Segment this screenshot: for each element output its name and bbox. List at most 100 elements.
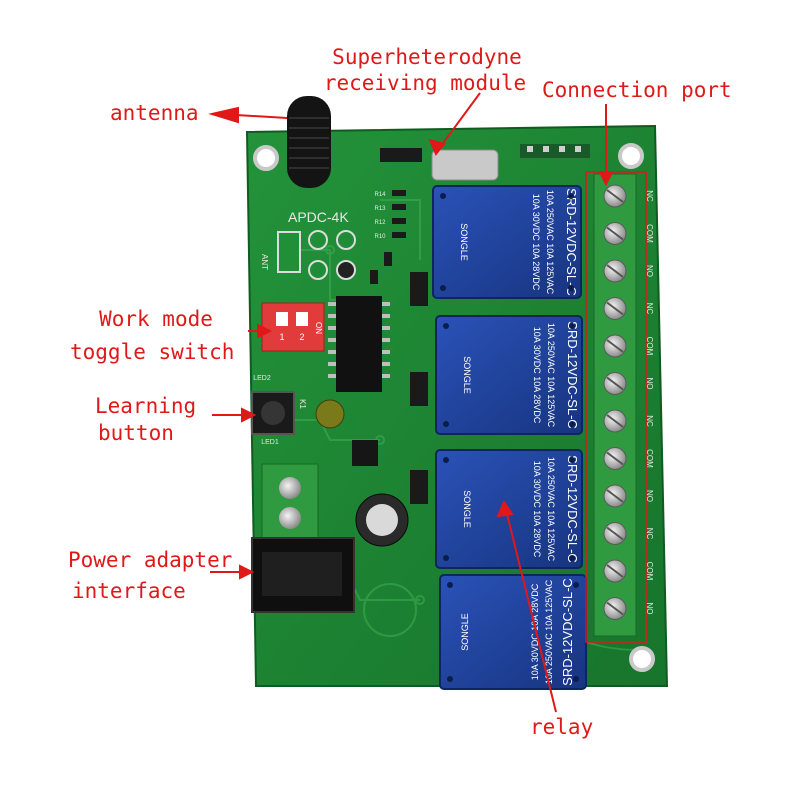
board-k1-label: K1 [298,399,307,409]
terminal-block-body [593,173,637,637]
board-resistor-label: R13 [374,206,386,212]
label-receiver-line2: receiving module [323,71,527,95]
relay-rating1-text: 10A 250VAC 10A 125VAC [544,579,554,684]
terminal-strip-frame [585,171,647,643]
label-antenna: antenna [110,101,199,125]
decoder-ic [328,296,390,392]
terminal-label: COM [645,449,654,468]
label-learning-line1: Learning [95,394,197,418]
terminal-screw-slot [606,339,624,353]
relay-brand-text: SONGLE [462,356,472,394]
label-learning-line2: button [98,421,174,445]
label-power-line2: interface [72,579,186,603]
board-resistor-label: R12 [374,220,386,226]
terminal-screw-slot [606,414,624,428]
label-work-mode-line1: Work mode [99,307,213,331]
label-arrows [208,92,614,713]
terminal-screw-slot [606,601,624,616]
board-model-label: APDC-4K [288,209,349,225]
terminal-screw-slot [606,451,624,466]
relay-corner-dot [440,285,446,291]
receiver-module [380,144,590,181]
terminal-label: NO [645,603,654,615]
power-terminal-block [261,463,319,541]
antenna-coil [287,96,331,188]
relay-corner-dot [573,676,579,682]
relay-group: SRD-12VDC-SL-C 10A 250VAC 10A 125VAC 10A 3… [432,185,587,690]
terminal-screw-slot [606,489,624,503]
relay-brand-text: SONGLE [460,613,470,651]
terminal-screw-slot [606,564,624,578]
relay-brand-text: SONGLE [459,223,469,261]
terminal-strip: NC COM NO NC COM NO NC COM NO NC COM NO [593,173,654,637]
terminal-screw-slot [606,526,624,541]
terminal-label: NC [645,415,654,427]
terminal-label: NO [645,265,654,277]
terminal-label: NO [645,490,654,502]
relay-corner-dot [569,555,575,561]
mounting-holes [253,143,655,672]
terminal-screw-slot [606,189,624,203]
relay-corner-dot [569,421,575,427]
relay-rating1-text: 10A 250VAC 10A 125VAC [546,457,556,562]
terminal-label: NC [645,528,654,540]
label-receiver-line1: Superheterodyne [332,45,522,69]
dc-jack [251,537,355,613]
terminal-screw-slot [606,226,624,241]
relay-rating2-text: 10A 30VDC 10A 28VDC [530,583,540,680]
dip-on-label: ON [314,322,323,334]
relay-model-text: SRD-12VDC-SL-C [565,455,580,563]
relay-corner-dot [569,323,575,329]
terminal-label: NC [645,190,654,202]
relay-model-text: SRD-12VDC-SL-C [560,578,575,686]
relay-brand-text: SONGLE [462,490,472,528]
terminal-screw-slot [606,301,624,316]
relay-corner-dot [443,421,449,427]
relay-corner-dot [443,555,449,561]
capacitors [352,440,409,547]
smd-resistors [370,190,428,504]
relay-rating1-text: 10A 250VAC 10A 125VAC [546,323,556,428]
terminal-label: COM [645,337,654,356]
terminal-label: NC [645,303,654,315]
relay-corner-dot [569,457,575,463]
relay-body [435,315,583,435]
relay-corner-dot [568,285,574,291]
relay-corner-dot [568,193,574,199]
relay-rating1-text: 10A 250VAC 10A 125VAC [545,190,555,295]
relay-corner-dot [573,582,579,588]
relay-rating2-text: 10A 30VDC 10A 28VDC [531,194,541,291]
terminal-label: COM [645,562,654,581]
board-ant-label: ANT [260,254,269,270]
label-power-line1: Power adapter [68,548,233,572]
board-resistor-label: R14 [374,192,386,198]
relay-corner-dot [443,323,449,329]
terminal-label: NO [645,378,654,390]
board-model-block [277,230,356,280]
relay-corner-dot [447,676,453,682]
label-work-mode-line2: toggle switch [70,340,235,364]
relay-model-text: SRD-12VDC-SL-C [565,321,580,429]
label-connection-port: Connection port [542,78,732,102]
board-led1-label: LED1 [261,439,279,446]
relay-corner-dot [440,193,446,199]
relay: SRD-12VDC-SL-C 10A 250VAC 10A 125VAC 10A 3… [439,574,587,690]
label-relay: relay [530,715,594,739]
dip-position-2: 2 [299,332,304,342]
relay-corner-dot [443,457,449,463]
terminal-label: COM [645,224,654,243]
terminal-screw-slot [606,376,624,391]
terminal-screw-slot [606,264,624,278]
learning-button-shape [251,391,345,435]
dip-position-1: 1 [279,332,284,342]
board-led2-label: LED2 [253,375,271,382]
relay-rating2-text: 10A 30VDC 10A 28VDC [532,461,542,558]
relay-model-text: SRD-12VDC-SL-C [564,188,579,296]
board-resistor-label: R10 [374,234,386,240]
relay-corner-dot [447,582,453,588]
relay: SRD-12VDC-SL-C 10A 250VAC 10A 125VAC 10A 3… [432,185,582,299]
dip-switch [261,302,325,352]
